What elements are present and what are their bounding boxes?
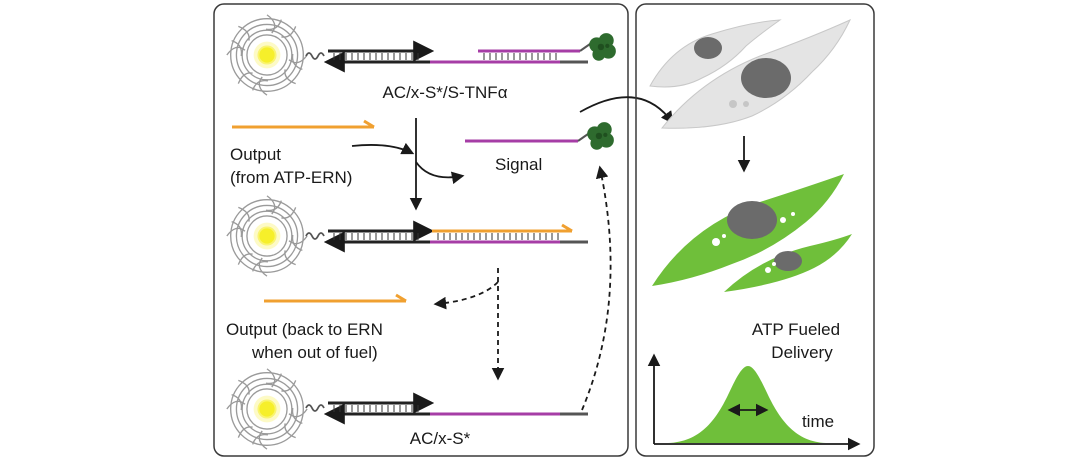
output-join-arrow [351,142,415,155]
output-release-arrow [433,281,499,310]
complex-label: AC/x-S*/S-TNFα [382,83,507,102]
output-input-label-line2: (from ATP-ERN) [230,168,352,187]
delivery-arrow [579,96,674,125]
output-bound-construct [226,195,588,277]
time-axis-label: time [802,412,834,431]
nanoparticle-icon [226,14,308,96]
tnf-protein-icon [589,33,616,61]
nanoparticle-icon [226,368,308,450]
complex-construct [226,14,616,96]
output-input-label-line1: Output [230,145,281,164]
nanoparticle-icon [226,195,308,277]
output-back-label-line2: when out of fuel) [251,343,378,362]
delivery-kinetics-plot [647,353,861,451]
right-panel-frame [635,3,875,457]
delivery-label-line2: Delivery [771,343,833,362]
output-back-label-line1: Output (back to ERN [226,320,383,339]
released-signal [465,122,614,150]
left-panel-frame [213,3,629,457]
regeneration-arrow [581,165,612,411]
delivery-label-line1: ATP Fueled [752,320,840,339]
tnf-protein-icon [587,122,614,150]
signal-release-arrow [415,161,465,185]
cell-icon [649,18,852,129]
delivery-peak [668,366,826,443]
product-label: AC/x-S* [410,429,471,448]
linker [305,52,325,60]
signal-label: Signal [495,155,542,174]
cell-icon [652,174,852,292]
product-construct [226,368,588,450]
